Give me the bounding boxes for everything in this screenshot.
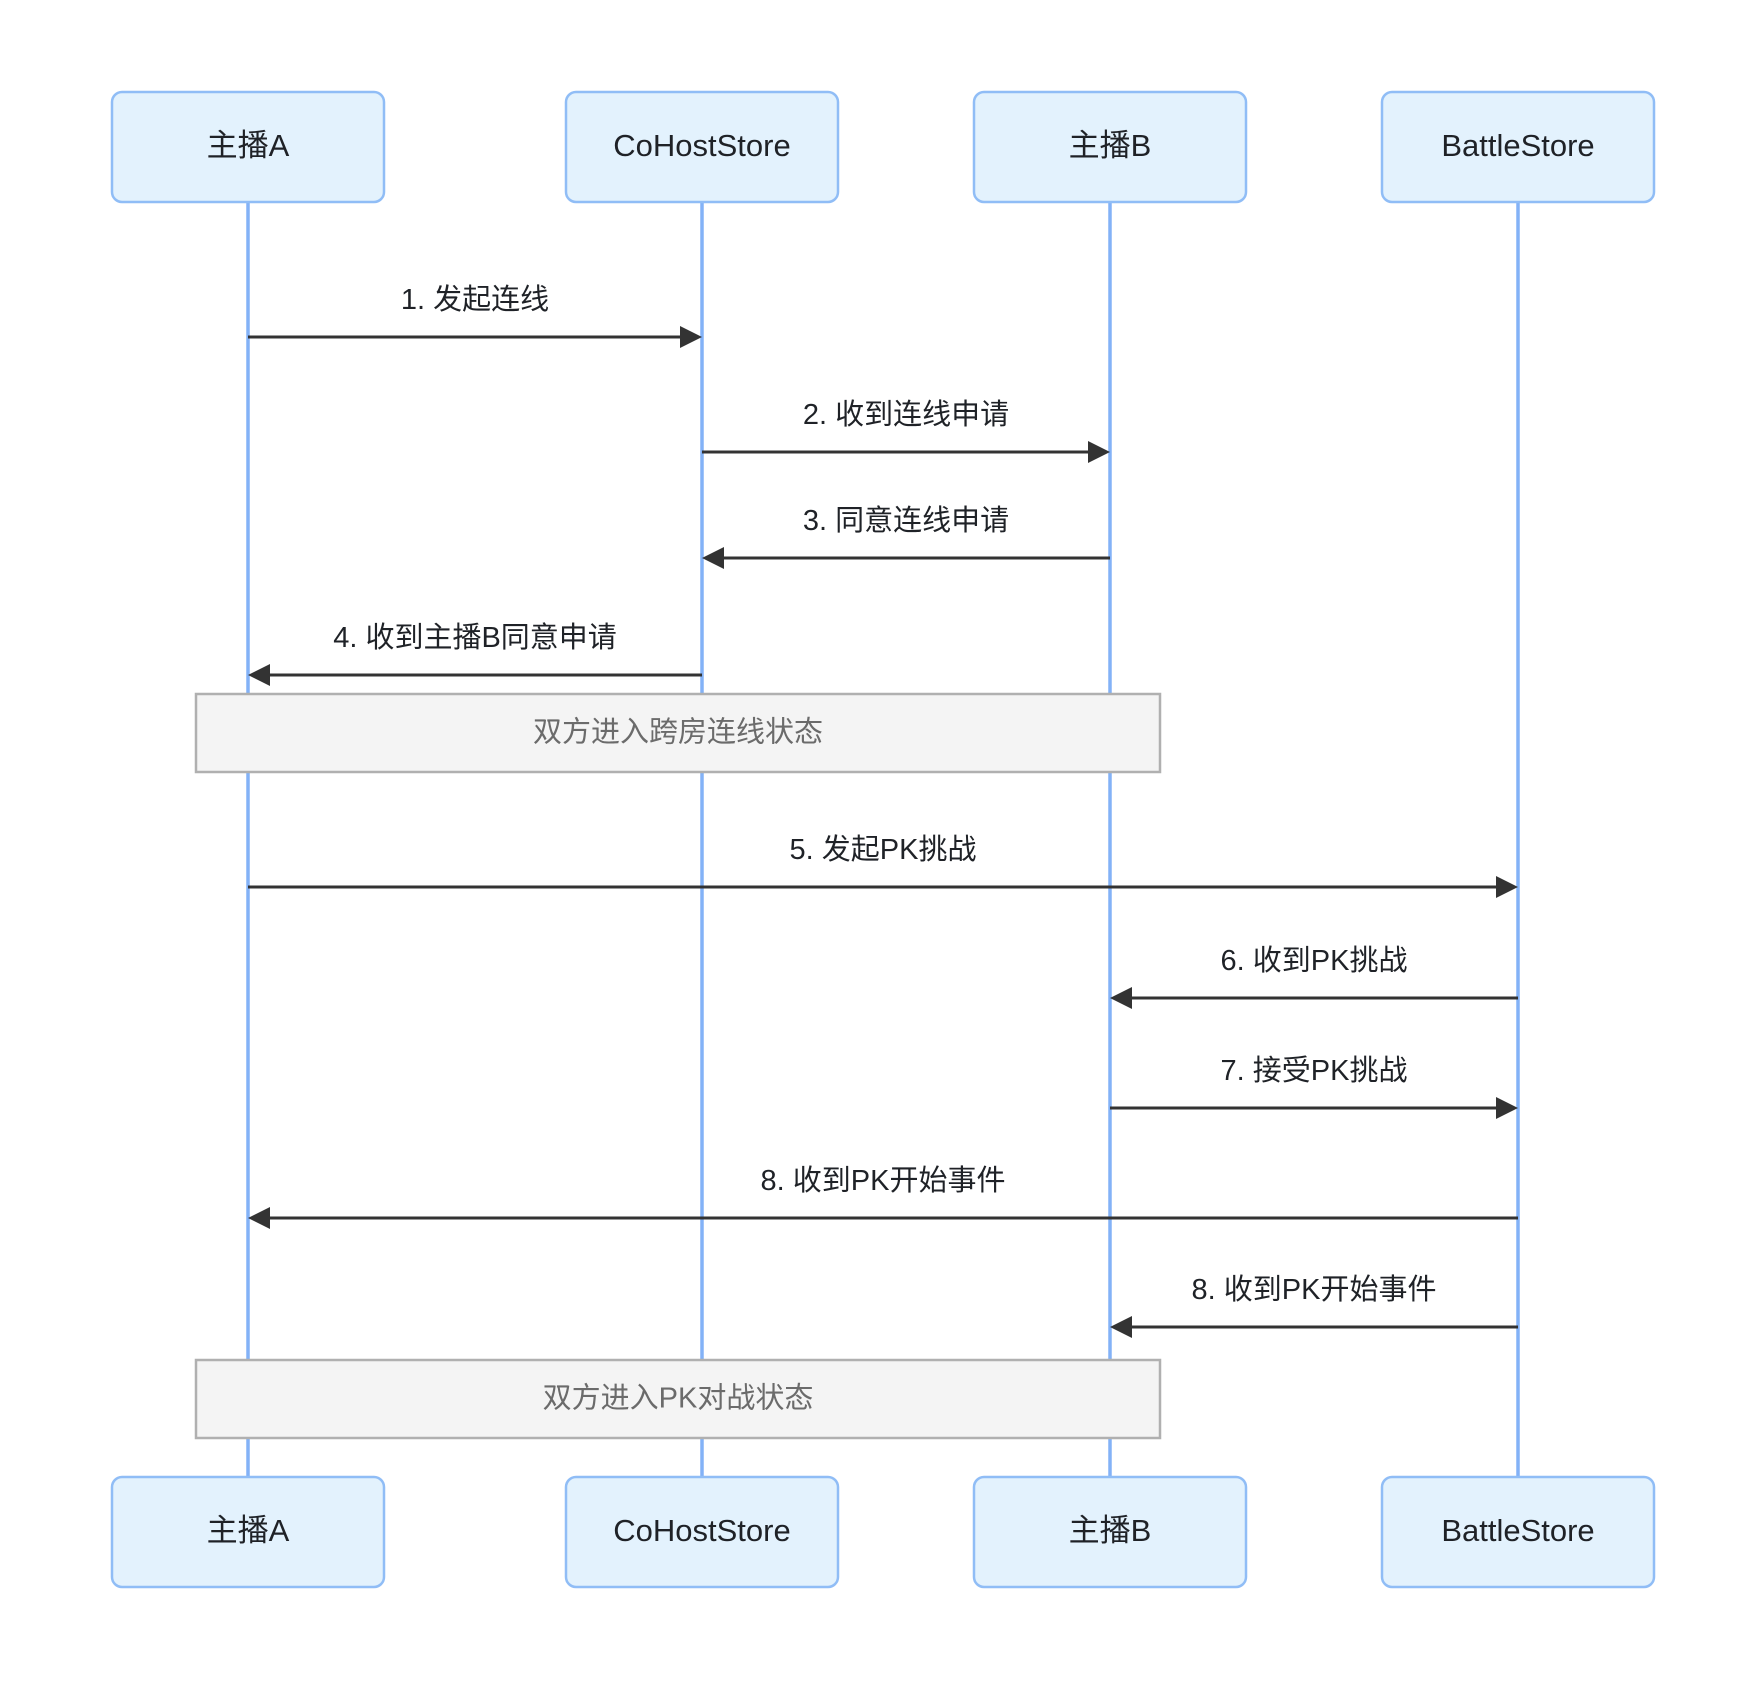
- message-label: 1. 发起连线: [401, 283, 549, 316]
- note-note-pk: 双方进入PK对战状态: [194, 1358, 1162, 1440]
- messages-layer: 1. 发起连线 2. 收到连线申请 3. 同意连线申请 4. 收到主播B同意申请 5. …: [248, 283, 1518, 1338]
- note-note-cohost: 双方进入跨房连线状态: [194, 692, 1162, 774]
- message-8: 8. 收到PK开始事件: [248, 1164, 1518, 1229]
- message-label: 8. 收到PK开始事件: [1192, 1273, 1437, 1306]
- message-6: 6. 收到PK挑战: [1110, 944, 1518, 1009]
- lifelines-layer: [246, 202, 1520, 1477]
- actor-battlestore-top[interactable]: BattleStore: [1380, 90, 1656, 204]
- message-9: 8. 收到PK开始事件: [1110, 1273, 1518, 1338]
- actor-box-shape: [1380, 90, 1656, 204]
- actor-box-shape: [110, 90, 386, 204]
- arrowhead-icon: [1110, 987, 1132, 1009]
- arrowhead-icon: [1496, 876, 1518, 898]
- actors-layer: 主播A CoHostStore 主播B BattleStore 主播A CoHostSto…: [110, 90, 1656, 1589]
- actor-box-shape: [564, 90, 840, 204]
- actor-label: 主播A: [207, 128, 290, 163]
- actor-label: CoHostStore: [613, 1513, 790, 1548]
- actor-label: 主播A: [207, 1513, 290, 1548]
- actor-label: 主播B: [1069, 128, 1152, 163]
- message-label: 3. 同意连线申请: [803, 504, 1009, 537]
- note-box-shape: [194, 1358, 1162, 1440]
- actor-hostB-bottom[interactable]: 主播B: [972, 1475, 1248, 1589]
- message-label: 5. 发起PK挑战: [790, 833, 977, 866]
- actor-label: BattleStore: [1441, 128, 1594, 163]
- message-1: 1. 发起连线: [248, 283, 702, 348]
- actor-box-shape: [564, 1475, 840, 1589]
- actor-hostB-top[interactable]: 主播B: [972, 90, 1248, 204]
- actor-hostA-top[interactable]: 主播A: [110, 90, 386, 204]
- message-label: 8. 收到PK开始事件: [761, 1164, 1006, 1197]
- arrowhead-icon: [702, 547, 724, 569]
- actor-label: BattleStore: [1441, 1513, 1594, 1548]
- actor-cohoststore-top[interactable]: CoHostStore: [564, 90, 840, 204]
- actor-hostA-bottom[interactable]: 主播A: [110, 1475, 386, 1589]
- note-label: 双方进入跨房连线状态: [533, 716, 823, 749]
- message-3: 3. 同意连线申请: [702, 504, 1110, 569]
- arrowhead-icon: [680, 326, 702, 348]
- actor-box-shape: [1380, 1475, 1656, 1589]
- message-label: 6. 收到PK挑战: [1221, 944, 1408, 977]
- actor-box-shape: [110, 1475, 386, 1589]
- actor-box-shape: [972, 1475, 1248, 1589]
- actor-cohoststore-bottom[interactable]: CoHostStore: [564, 1475, 840, 1589]
- arrowhead-icon: [248, 1207, 270, 1229]
- actor-label: CoHostStore: [613, 128, 790, 163]
- message-label: 2. 收到连线申请: [803, 398, 1009, 431]
- note-box-shape: [194, 692, 1162, 774]
- arrowhead-icon: [1496, 1097, 1518, 1119]
- actor-label: 主播B: [1069, 1513, 1152, 1548]
- message-label: 7. 接受PK挑战: [1221, 1054, 1408, 1087]
- message-label: 4. 收到主播B同意申请: [333, 621, 617, 654]
- message-2: 2. 收到连线申请: [702, 398, 1110, 463]
- actor-box-shape: [972, 90, 1248, 204]
- arrowhead-icon: [1088, 441, 1110, 463]
- arrowhead-icon: [248, 664, 270, 686]
- note-label: 双方进入PK对战状态: [543, 1382, 814, 1415]
- message-7: 7. 接受PK挑战: [1110, 1054, 1518, 1119]
- message-5: 5. 发起PK挑战: [248, 833, 1518, 898]
- actor-battlestore-bottom[interactable]: BattleStore: [1380, 1475, 1656, 1589]
- arrowhead-icon: [1110, 1316, 1132, 1338]
- message-4: 4. 收到主播B同意申请: [248, 621, 702, 686]
